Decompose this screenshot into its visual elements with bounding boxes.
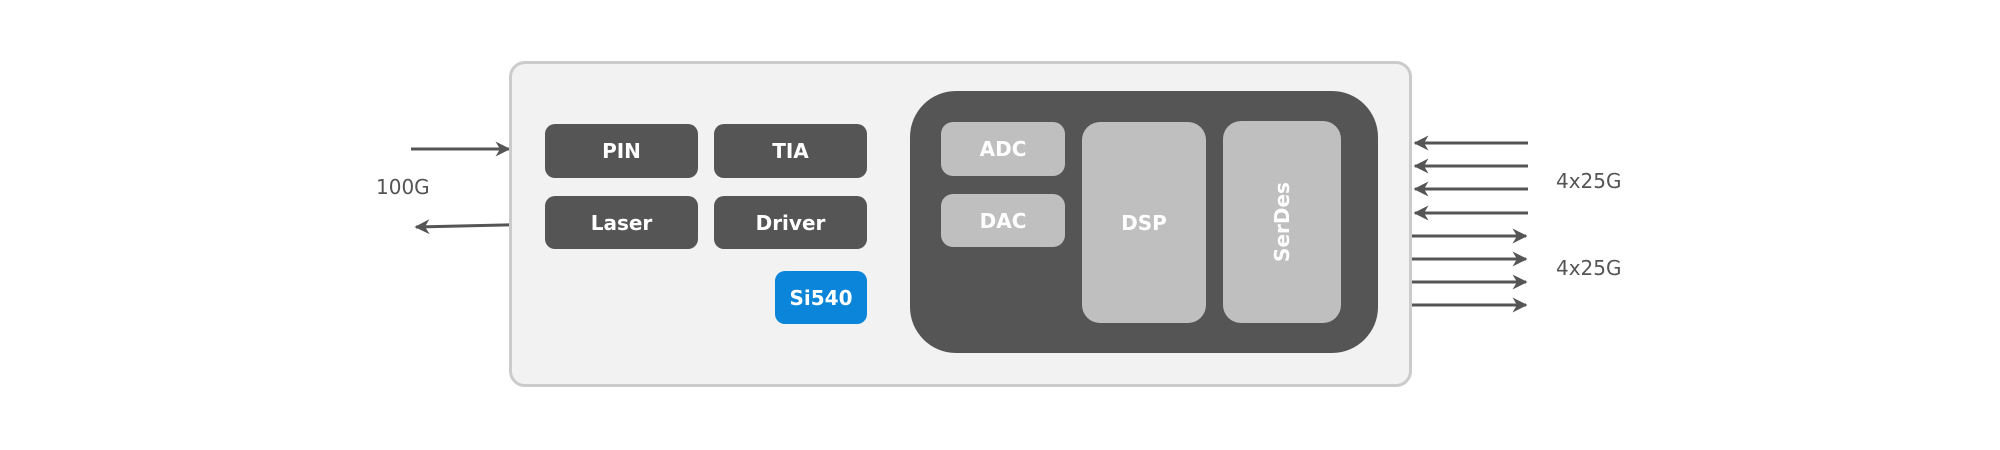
pin-block: PIN xyxy=(545,124,698,178)
tia-block: TIA xyxy=(714,124,867,178)
clock-label: Si540 xyxy=(789,285,853,310)
pin-label: PIN xyxy=(602,139,641,163)
right-port-in-label: 4x25G xyxy=(1556,169,1622,193)
left-port-label: 100G xyxy=(376,175,430,199)
adc-label: ADC xyxy=(979,137,1027,161)
tia-label: TIA xyxy=(772,139,809,163)
dsp-block: DSP xyxy=(1082,122,1206,323)
laser-label: Laser xyxy=(590,210,653,235)
serdes-label: SerDes xyxy=(1270,182,1294,262)
right-port-out-label: 4x25G xyxy=(1556,256,1622,280)
adc-block: ADC xyxy=(941,122,1065,176)
laser-block: Laser xyxy=(545,196,698,249)
dac-label: DAC xyxy=(979,208,1027,233)
clock-si540-block: Si540 xyxy=(775,271,867,324)
serdes-block: SerDes xyxy=(1223,121,1341,323)
driver-label: Driver xyxy=(755,210,826,235)
dac-block: DAC xyxy=(941,194,1065,247)
driver-block: Driver xyxy=(714,196,867,249)
dsp-label: DSP xyxy=(1121,210,1167,235)
